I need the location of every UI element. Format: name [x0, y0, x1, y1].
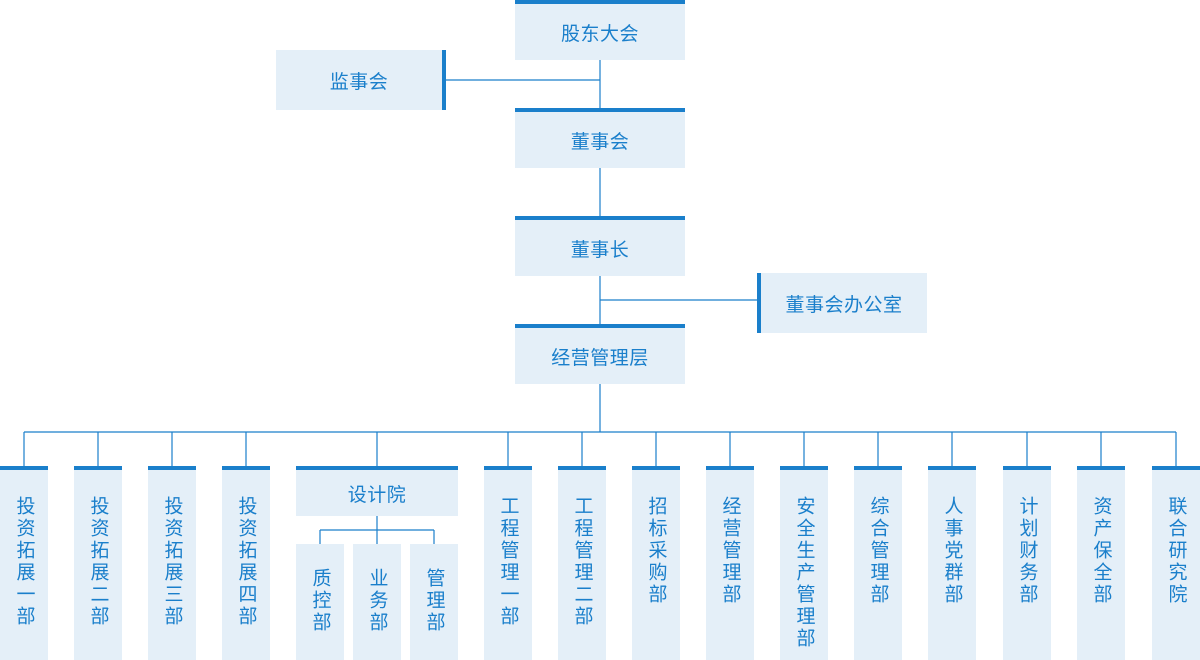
department-box[interactable]: 工程管理二部 [558, 466, 606, 660]
shareholders-label: 股东大会 [560, 22, 639, 45]
di-sub-admin-box[interactable]: 管理部 [410, 544, 458, 660]
department-label: 经营管理部 [719, 496, 742, 606]
department-box[interactable]: 人事党群部 [928, 466, 976, 660]
supervisors-label: 监事会 [329, 70, 389, 93]
department-box[interactable]: 工程管理一部 [484, 466, 532, 660]
shareholders-box[interactable]: 股东大会 [515, 0, 685, 60]
di-sub-admin-label: 管理部 [423, 568, 446, 634]
design-institute-box[interactable]: 设计院 [296, 466, 458, 516]
department-box[interactable]: 安全生产管理部 [780, 466, 828, 660]
department-label: 投资拓展二部 [87, 496, 110, 628]
board-box[interactable]: 董事会 [515, 108, 685, 168]
department-box[interactable]: 计划财务部 [1003, 466, 1051, 660]
department-label: 综合管理部 [867, 496, 890, 606]
management-box[interactable]: 经营管理层 [515, 324, 685, 384]
department-box[interactable]: 投资拓展三部 [148, 466, 196, 660]
department-label: 资产保全部 [1090, 496, 1113, 606]
di-sub-business-box[interactable]: 业务部 [353, 544, 401, 660]
di-sub-quality-box[interactable]: 质控部 [296, 544, 344, 660]
board-label: 董事会 [570, 130, 630, 153]
supervisors-box[interactable]: 监事会 [276, 50, 446, 110]
design-institute-label: 设计院 [347, 483, 407, 506]
department-label: 安全生产管理部 [793, 496, 816, 650]
department-box[interactable]: 投资拓展二部 [74, 466, 122, 660]
di-sub-business-label: 业务部 [366, 568, 389, 634]
board-office-label: 董事会办公室 [785, 293, 903, 316]
di-sub-quality-label: 质控部 [309, 568, 332, 634]
department-label: 工程管理二部 [571, 496, 594, 628]
chairman-label: 董事长 [570, 238, 630, 261]
department-box[interactable]: 经营管理部 [706, 466, 754, 660]
department-label: 计划财务部 [1016, 496, 1039, 606]
chairman-box[interactable]: 董事长 [515, 216, 685, 276]
department-label: 人事党群部 [941, 496, 964, 606]
board-office-box[interactable]: 董事会办公室 [757, 273, 927, 333]
department-box[interactable]: 综合管理部 [854, 466, 902, 660]
department-label: 投资拓展四部 [235, 496, 258, 628]
department-label: 投资拓展一部 [13, 496, 36, 628]
department-label: 联合研究院 [1165, 496, 1188, 606]
department-box[interactable]: 招标采购部 [632, 466, 680, 660]
department-label: 工程管理一部 [497, 496, 520, 628]
management-label: 经营管理层 [551, 346, 649, 369]
department-box[interactable]: 投资拓展四部 [222, 466, 270, 660]
department-box[interactable]: 资产保全部 [1077, 466, 1125, 660]
department-label: 招标采购部 [645, 496, 668, 606]
department-box[interactable]: 投资拓展一部 [0, 466, 48, 660]
department-label: 投资拓展三部 [161, 496, 184, 628]
department-box[interactable]: 联合研究院 [1152, 466, 1200, 660]
